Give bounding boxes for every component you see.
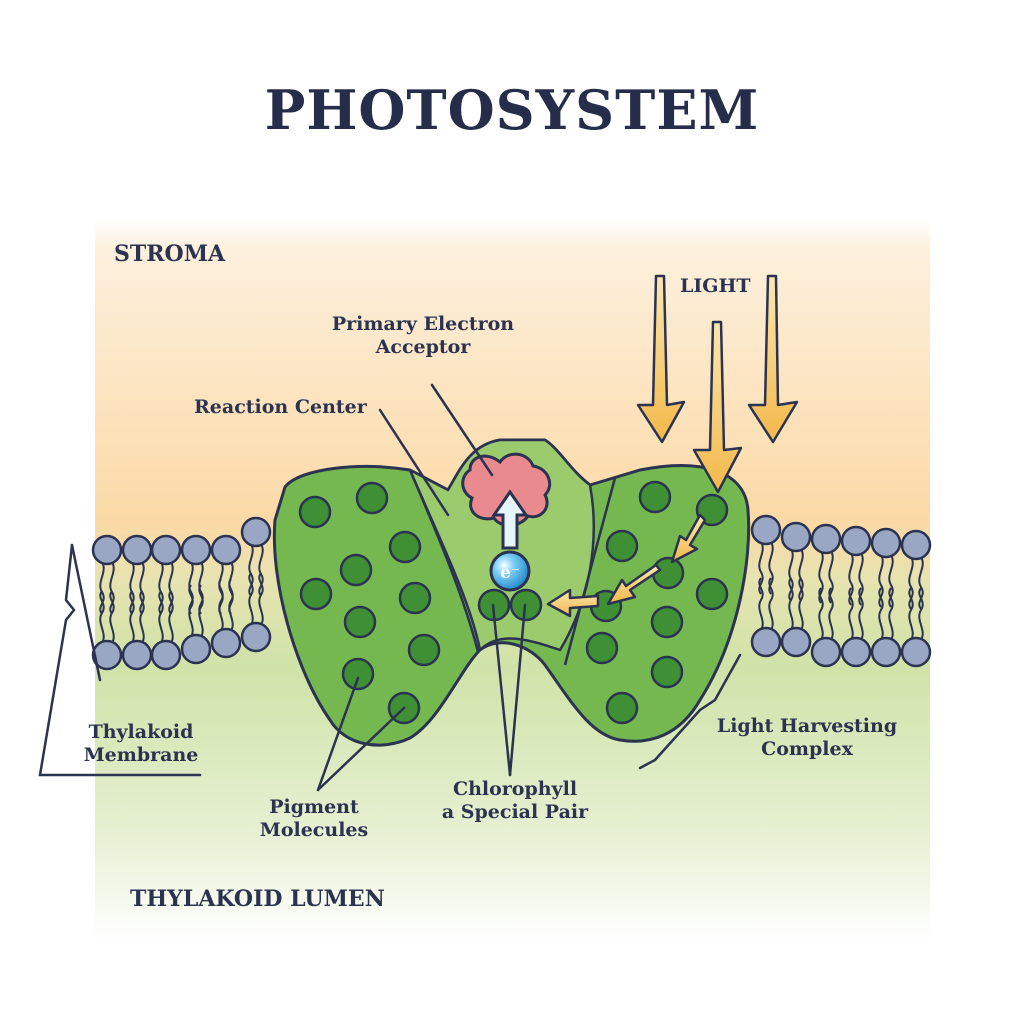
page-title: PHOTOSYSTEM	[264, 78, 760, 142]
pigment-molecule	[638, 480, 672, 514]
left-lobe-outline	[408, 469, 480, 653]
primary-acceptor-shape	[461, 452, 552, 527]
pigment-molecule	[341, 657, 375, 691]
pigment-molecule	[585, 631, 619, 665]
lhc-line2: Complex	[761, 737, 853, 760]
pigment-molecule	[398, 581, 432, 615]
lipid-bilayer	[91, 514, 932, 671]
lipid-molecule	[840, 525, 872, 668]
pigment-line2: Molecules	[259, 818, 369, 841]
energy-arrow-2	[606, 563, 662, 606]
thylakoid-lumen-label: THYLAKOID LUMEN	[130, 886, 385, 912]
acceptor-leader	[430, 383, 494, 477]
pigment-line1: Pigment	[269, 796, 359, 818]
light-arrow-left	[636, 274, 686, 444]
pigment-molecule	[650, 605, 684, 639]
pigment-molecule	[339, 553, 373, 587]
pigment-molecule	[650, 655, 684, 689]
lipid-molecule	[870, 527, 902, 668]
lhc-bracket	[638, 653, 742, 770]
lipid-molecule	[750, 514, 782, 658]
light-arrow-right	[747, 274, 799, 444]
leader-lines	[38, 383, 742, 792]
membrane-bracket	[38, 543, 202, 777]
lipid-molecule	[121, 534, 153, 671]
light-arrows	[636, 274, 799, 494]
light-harvesting-complex-label: Light Harvesting Complex	[700, 715, 914, 761]
primary-acceptor-line1: Primary Electron	[331, 313, 515, 335]
chlorophyll-leader-2	[508, 603, 527, 777]
lipid-molecule	[210, 534, 242, 659]
light-label: LIGHT	[680, 275, 751, 297]
thylakoid-membrane-line2: Membrane	[83, 743, 199, 766]
primary-acceptor-line2: Acceptor	[375, 335, 471, 358]
lipid-molecule	[900, 529, 932, 668]
reaction-center-leader	[378, 408, 450, 517]
stroma-label: STROMA	[114, 241, 226, 267]
thylakoid-membrane-label: Thylakoid Membrane	[74, 721, 208, 767]
reaction-center-label: Reaction Center	[194, 396, 367, 418]
pigment-molecule	[298, 495, 332, 529]
pigment-molecule	[343, 605, 377, 639]
electron-icon: e⁻	[489, 550, 531, 592]
energy-arrow-1	[670, 513, 707, 564]
energy-arrow-3	[546, 588, 600, 618]
lhc-line1: Light Harvesting	[716, 715, 898, 737]
pigment-leader-2	[316, 706, 406, 792]
pigment-molecule	[605, 691, 639, 725]
pigment-molecules	[298, 480, 729, 725]
chlorophyll-leader-1	[491, 603, 512, 777]
thylakoid-membrane-line1: Thylakoid	[88, 721, 194, 743]
pigment-molecule	[695, 493, 729, 527]
lipid-molecule	[91, 534, 123, 671]
right-lobe-outline	[563, 477, 617, 666]
electron-transfer-arrow	[491, 489, 529, 550]
chlorophyll-line2: a Special Pair	[441, 800, 589, 823]
pigment-molecule	[388, 530, 422, 564]
pigment-molecule	[695, 577, 729, 611]
membrane-bracket-inner	[70, 543, 102, 682]
lipid-molecule	[780, 521, 812, 658]
pigment-molecule	[605, 529, 639, 563]
pigment-leader-1	[316, 676, 360, 792]
energy-transfer-arrows	[546, 513, 707, 618]
pigment-molecule	[407, 633, 441, 667]
lipid-molecule	[240, 516, 272, 653]
chlorophyll-line1: Chlorophyll	[452, 778, 578, 800]
lipid-molecule	[150, 534, 182, 671]
pigment-molecule	[299, 577, 333, 611]
pigment-molecule	[355, 481, 389, 515]
lipid-molecule	[180, 534, 212, 665]
light-arrow-middle	[692, 320, 743, 494]
chlorophyll-special-pair-label: Chlorophyll a Special Pair	[430, 778, 600, 824]
primary-acceptor-label: Primary Electron Acceptor	[318, 313, 528, 359]
pigment-molecules-label: Pigment Molecules	[244, 796, 384, 842]
lipid-molecule	[810, 523, 842, 668]
svg-text:e⁻: e⁻	[500, 563, 520, 583]
